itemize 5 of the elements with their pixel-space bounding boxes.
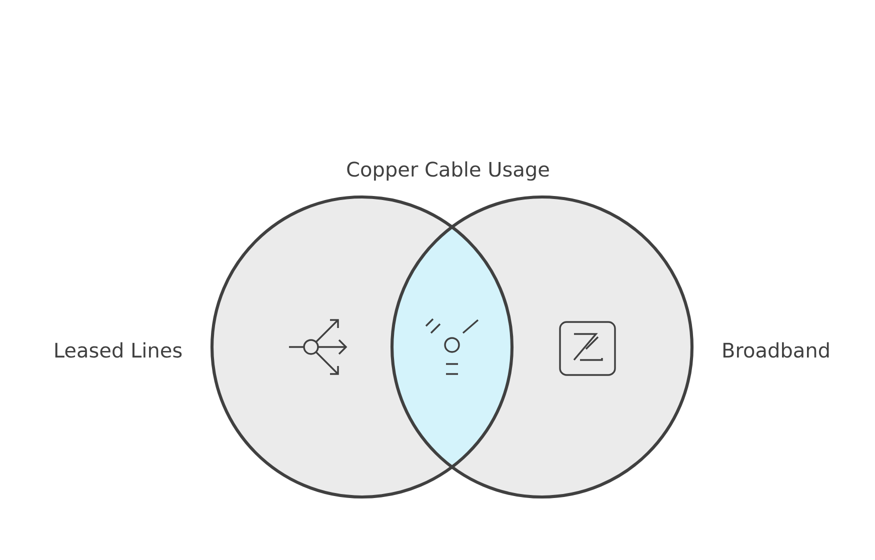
circle-label: Leased Lines — [55, 342, 182, 358]
diagram-title: Copper Cable Usage — [347, 161, 549, 181]
venn-circle — [210, 195, 514, 499]
venn-circle — [390, 195, 694, 499]
circle-label: Broadband — [723, 342, 829, 358]
